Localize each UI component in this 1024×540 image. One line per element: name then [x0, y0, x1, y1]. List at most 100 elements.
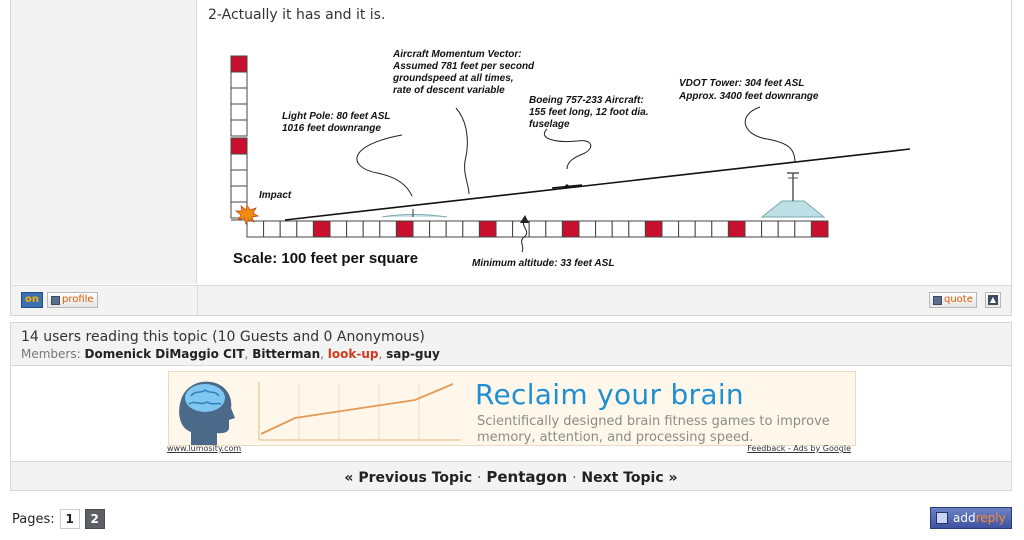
post-text: 2-Actually it has and it is.: [208, 7, 386, 23]
vdot-label-line1: VDOT Tower: 304 feet ASL: [679, 78, 804, 89]
profile-button-label: profile: [62, 294, 94, 305]
impact-label: Impact: [259, 190, 292, 201]
ad-description: Scientifically designed brain fitness ga…: [477, 414, 830, 445]
add-reply-label-add: add: [953, 511, 976, 525]
momentum-label-line3: groundspeed at all times,: [392, 73, 514, 84]
ad-progress-chart: [245, 378, 465, 444]
members-list: Members: Domenick DiMaggio CIT, Bitterma…: [21, 347, 440, 361]
svg-text:Light Pole: 80 feet ASL: Light Pole: 80 feet ASL 1016 feet downra…: [282, 111, 393, 134]
page-current-2: 2: [84, 509, 105, 529]
next-topic-link[interactable]: Next Topic »: [581, 470, 678, 486]
scale-label: Scale: 100 feet per square: [233, 250, 418, 267]
flight-path-line: [284, 148, 911, 221]
member-link[interactable]: Bitterman: [252, 347, 321, 361]
scale-square: [794, 220, 812, 238]
momentum-label-line1: Aircraft Momentum Vector:: [392, 49, 522, 60]
ad-title[interactable]: Reclaim your brain: [475, 378, 744, 411]
scale-square: [495, 220, 514, 238]
scale-square: [595, 220, 613, 238]
scale-square: [761, 220, 779, 238]
flight-path-diagram: Aircraft Momentum Vector: Assumed 781 fe…: [207, 49, 923, 279]
momentum-label-line4: rate of descent variable: [393, 85, 505, 96]
scale-square: [661, 220, 680, 238]
quote-icon: [933, 295, 942, 305]
scale-square: [678, 220, 696, 238]
pole-label-line1: Light Pole: 80 feet ASL: [282, 111, 390, 122]
scale-square: [561, 220, 580, 238]
nav-separator: ·: [572, 470, 577, 486]
ad-url-link[interactable]: www.lumosity.com: [167, 444, 242, 453]
quote-button[interactable]: quote: [929, 292, 977, 308]
quote-button-label: quote: [944, 294, 973, 305]
add-reply-label-reply: reply: [975, 511, 1006, 525]
ad-banner[interactable]: Reclaim your brain Scientifically design…: [168, 371, 856, 446]
svg-text:Aircraft Momentum Vector:: Aircraft Momentum Vector: Assumed 781 fe…: [392, 49, 537, 96]
scale-square: [346, 220, 364, 238]
boeing-label-line3: fuselage: [529, 119, 570, 130]
impact-burst-icon: [235, 204, 259, 225]
scale-square: [611, 220, 630, 238]
current-topic-title: Pentagon: [486, 468, 568, 486]
member-link[interactable]: Domenick DiMaggio CIT: [84, 347, 245, 361]
topic-navigation: « Previous Topic · Pentagon · Next Topic…: [10, 461, 1012, 491]
add-reply-button[interactable]: addreply: [930, 507, 1012, 529]
ad-row: Reclaim your brain Scientifically design…: [10, 366, 1012, 461]
scale-square: [246, 220, 265, 238]
scale-square: [578, 220, 597, 238]
readers-count: 14 users reading this topic (10 Guests a…: [21, 329, 425, 345]
horizontal-scale: [246, 220, 829, 238]
boeing-label-line1: Boeing 757-233 Aircraft:: [529, 95, 644, 106]
scale-square: [628, 220, 646, 238]
scale-square: [379, 220, 397, 238]
scale-square: [727, 220, 746, 238]
page-link-1[interactable]: 1: [59, 509, 80, 529]
previous-topic-link[interactable]: « Previous Topic: [344, 470, 473, 486]
scale-square: [462, 220, 480, 238]
scale-square: [395, 220, 414, 238]
post-author-column: [11, 0, 197, 284]
vertical-scale: [230, 55, 248, 219]
scale-square: [777, 220, 796, 238]
vdot-tower-shape: [760, 172, 826, 218]
scale-square: [412, 220, 431, 238]
brain-head-icon: [179, 381, 235, 445]
pagination: Pages: 1 2: [12, 509, 105, 529]
scale-square: [694, 220, 713, 238]
profile-button[interactable]: profile: [47, 292, 98, 308]
scale-square: [644, 220, 663, 238]
scale-square: [312, 220, 331, 238]
scale-square: [362, 220, 381, 238]
arrow-up-icon: ▲: [988, 295, 998, 305]
svg-text:Boeing 757-233 Aircraft:: Boeing 757-233 Aircraft: 155 feet long, …: [529, 95, 651, 130]
pages-label: Pages:: [12, 511, 55, 527]
nav-separator: ·: [477, 470, 482, 486]
scale-square: [263, 220, 281, 238]
vdot-label-line2: Approx. 3400 feet downrange: [678, 91, 819, 102]
scale-square: [711, 220, 729, 238]
min-altitude-label: Minimum altitude: 33 feet ASL: [472, 258, 614, 269]
pole-label-line2: 1016 feet downrange: [282, 123, 381, 134]
scale-square: [810, 220, 829, 238]
member-link[interactable]: sap-guy: [386, 347, 440, 361]
momentum-label-line2: Assumed 781 feet per second: [392, 61, 535, 72]
scale-square: [478, 220, 497, 238]
scale-square: [329, 220, 348, 238]
back-to-top-button[interactable]: ▲: [985, 292, 1001, 308]
reply-icon: [936, 512, 948, 524]
member-link[interactable]: look-up: [327, 347, 379, 361]
post-footer: on profile quote ▲: [11, 285, 1011, 316]
scale-square: [545, 220, 563, 238]
scale-square: [528, 220, 547, 238]
ad-links: www.lumosity.com Feedback - Ads by Googl…: [167, 444, 851, 456]
members-label: Members:: [21, 347, 81, 361]
scale-square: [279, 220, 298, 238]
online-status-badge: on: [21, 292, 43, 308]
scale-square: [296, 220, 314, 238]
scale-square: [445, 220, 464, 238]
post-container: 2-Actually it has and it is.: [10, 0, 1012, 316]
scale-square: [429, 220, 447, 238]
profile-icon: [51, 295, 60, 305]
ad-feedback-link[interactable]: Feedback - Ads by Google: [747, 444, 851, 453]
topic-readers-box: 14 users reading this topic (10 Guests a…: [10, 322, 1012, 366]
flight-path-svg: Aircraft Momentum Vector: Assumed 781 fe…: [230, 49, 911, 269]
